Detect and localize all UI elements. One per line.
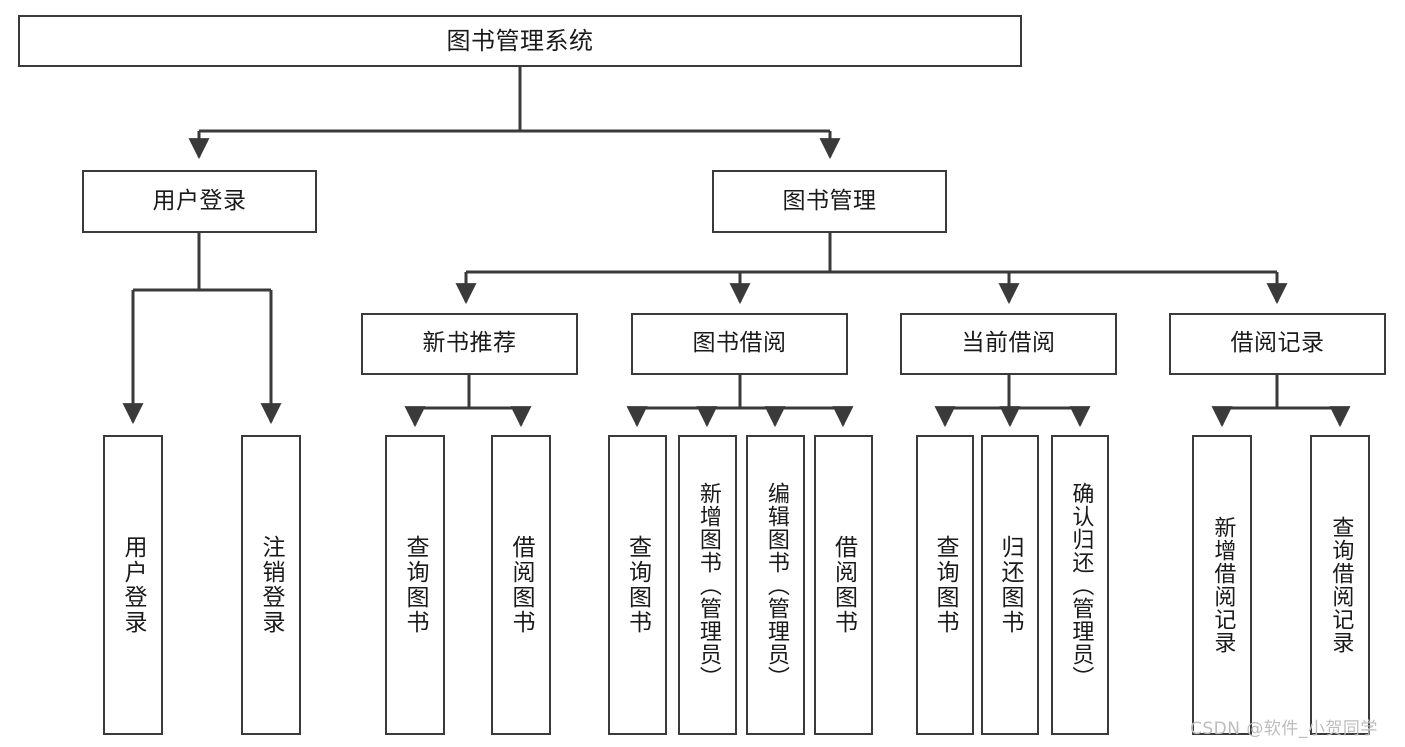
node-label: 查询图书 [402, 535, 429, 635]
node-new-book-recommend[interactable]: 新书推荐 [361, 313, 578, 375]
node-label: 归还图书 [997, 535, 1024, 635]
csdn-watermark: CSDN @软件_小贺同学 [1190, 719, 1378, 739]
node-label: 编辑图书（管理员） [763, 481, 789, 689]
leaf-current-borrow-query-books[interactable]: 查询图书 [916, 435, 974, 735]
node-label: 查询图书 [932, 535, 959, 635]
leaf-book-borrow-edit-book-admin[interactable]: 编辑图书（管理员） [746, 435, 805, 735]
node-label: 新增借阅记录 [1210, 516, 1236, 654]
node-label: 图书借阅 [692, 330, 787, 357]
leaf-current-borrow-return-books[interactable]: 归还图书 [981, 435, 1039, 735]
leaf-borrow-record-add-record[interactable]: 新增借阅记录 [1192, 435, 1252, 735]
node-label: 确认归还（管理员） [1068, 481, 1094, 689]
node-label: 用户登录 [120, 535, 147, 635]
node-borrow-record[interactable]: 借阅记录 [1169, 313, 1386, 375]
node-label: 查询图书 [624, 535, 651, 635]
node-root-book-management-system[interactable]: 图书管理系统 [18, 15, 1022, 67]
node-book-management[interactable]: 图书管理 [712, 170, 947, 233]
node-label: 注销登录 [258, 535, 285, 635]
leaf-book-borrow-query-books[interactable]: 查询图书 [608, 435, 667, 735]
node-label: 借阅图书 [508, 535, 535, 635]
node-label: 新书推荐 [422, 330, 517, 357]
node-label: 图书管理 [782, 187, 877, 214]
leaf-book-borrow-borrow-books[interactable]: 借阅图书 [814, 435, 873, 735]
leaf-book-borrow-add-book-admin[interactable]: 新增图书（管理员） [678, 435, 737, 735]
node-label: 查询借阅记录 [1328, 516, 1354, 654]
node-label: 借阅记录 [1230, 330, 1325, 357]
node-current-borrow[interactable]: 当前借阅 [900, 313, 1117, 375]
node-book-borrow[interactable]: 图书借阅 [631, 313, 848, 375]
leaf-new-book-query-books[interactable]: 查询图书 [385, 435, 445, 735]
node-label: 图书管理系统 [446, 26, 594, 55]
leaf-user-login-login[interactable]: 用户登录 [103, 435, 163, 735]
node-label: 新增图书（管理员） [695, 481, 721, 689]
leaf-new-book-borrow-books[interactable]: 借阅图书 [491, 435, 551, 735]
leaf-user-login-logout[interactable]: 注销登录 [241, 435, 301, 735]
node-label: 借阅图书 [830, 535, 857, 635]
node-label: 用户登录 [152, 187, 247, 214]
leaf-current-borrow-confirm-return-admin[interactable]: 确认归还（管理员） [1051, 435, 1109, 735]
leaf-borrow-record-query-record[interactable]: 查询借阅记录 [1310, 435, 1370, 735]
node-user-login[interactable]: 用户登录 [82, 170, 317, 233]
node-label: 当前借阅 [961, 330, 1056, 357]
